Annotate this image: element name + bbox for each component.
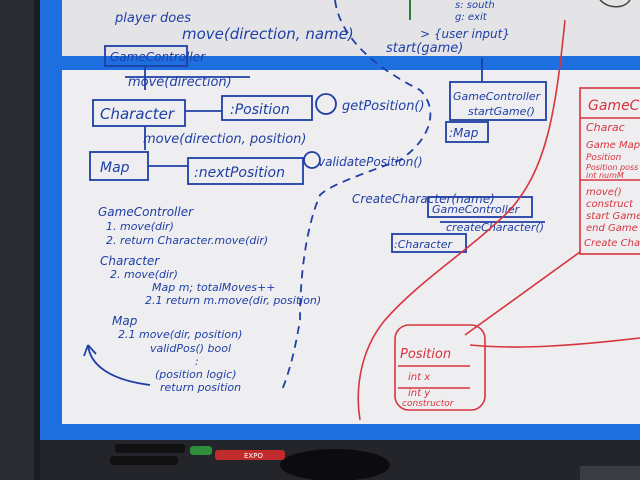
seq-map-1: 2.1 move(dir, position) (118, 328, 242, 341)
seq-map-5: return position (160, 381, 241, 394)
seq-map-2: validPos() bool (150, 342, 231, 355)
interface-lollipop (315, 93, 337, 115)
red-constructor: constructor (402, 399, 455, 409)
red-pos: Position (586, 153, 622, 163)
label-create-character: createCharacter() (446, 221, 544, 234)
seq-gc-2: 2. return Character.move(dir) (106, 234, 268, 247)
dashed-separator (281, 0, 432, 391)
label-gc-box-3: GameController (432, 203, 521, 216)
label-position-box: :Position (230, 102, 290, 118)
marker-green-cap (190, 446, 212, 455)
character-box-2 (391, 233, 467, 253)
gc-box-2 (449, 81, 547, 121)
red-create: Create Char (584, 238, 640, 249)
red-char-label: Charac (586, 121, 625, 134)
marker-black-1 (115, 444, 185, 453)
seq-map-4: (position logic) (155, 368, 237, 381)
position-box (221, 95, 313, 121)
tray-object (580, 466, 640, 480)
label-get-position: getPosition() (342, 99, 425, 114)
tape-bottom (40, 424, 640, 440)
whiteboard-surface (40, 0, 640, 440)
tape-left (40, 0, 62, 440)
label-player-does: player does (114, 11, 191, 26)
interface-lollipop-2 (303, 151, 321, 169)
red-class-box (579, 87, 640, 255)
note-exit: g: exit (455, 12, 488, 23)
label-map-box: Map (100, 160, 130, 176)
label-start-game-name: start(game) (386, 41, 463, 56)
gc-box-1 (104, 45, 188, 67)
label-character-box-2: :Character (394, 238, 453, 251)
red-end: end Game (586, 223, 638, 234)
seq-gc-title: GameController (98, 205, 194, 219)
red-boundary-curve (357, 19, 566, 421)
tape-top (40, 56, 640, 70)
return-arrowhead (83, 344, 97, 357)
red-int-y: int y (408, 388, 431, 399)
label-move-dir-pos: move(direction, position) (143, 132, 306, 147)
label-next-position-box: :nextPosition (194, 165, 285, 181)
red-gmap: Game Map (586, 140, 640, 151)
label-character-box: Character (100, 105, 175, 123)
label-create-character-call: CreateCharacter(name) (352, 192, 495, 206)
marker-black-2 (110, 456, 178, 465)
map-box-2 (445, 121, 489, 143)
red-start: start Game (586, 211, 640, 222)
character-box (92, 99, 186, 127)
seq-char-2: Map m; totalMoves++ (152, 281, 275, 294)
red-position-title: Position (400, 347, 451, 362)
label-move-dir-name: move(direction, name) (182, 25, 354, 43)
red-line-right (469, 337, 640, 348)
label-start-game: startGame() (468, 105, 535, 118)
label-gc-box-1: GameController (110, 50, 206, 64)
seq-gc-1: 1. move(dir) (106, 220, 174, 233)
red-int-x: int x (408, 372, 430, 383)
marker-red (215, 450, 285, 460)
red-association (464, 251, 581, 336)
label-validate-position: validatePosition() (318, 155, 423, 169)
seq-char-3: 2.1 return m.move(dir, position) (145, 294, 321, 307)
red-move: move() (586, 187, 622, 198)
red-construct: construct (586, 199, 634, 210)
scribble-top-right (599, 0, 631, 8)
return-arrow (87, 344, 151, 386)
red-int-num: int numM (586, 171, 624, 180)
seq-map-3: : (195, 355, 199, 368)
eraser-cloth (280, 449, 390, 480)
label-map-box-2: :Map (449, 126, 479, 140)
red-pos2: Position poss (586, 163, 638, 172)
next-position-box (187, 157, 304, 185)
note-south: s: south (455, 0, 495, 11)
seq-char-title: Character (100, 254, 160, 268)
marker-label: EXPO (244, 452, 263, 460)
label-move-dir: move(direction) (128, 75, 232, 90)
label-gc-box-2: GameController (453, 90, 542, 103)
red-gc-title: GameC (588, 98, 640, 114)
red-position-box (394, 324, 486, 411)
seq-map-title: Map (112, 314, 138, 328)
note-user-input: > {user input} (420, 27, 510, 41)
seq-char-1: 2. move(dir) (110, 268, 178, 281)
gc-box-3 (427, 196, 533, 218)
whiteboard-top-shade (40, 0, 640, 60)
left-wall (0, 0, 34, 480)
